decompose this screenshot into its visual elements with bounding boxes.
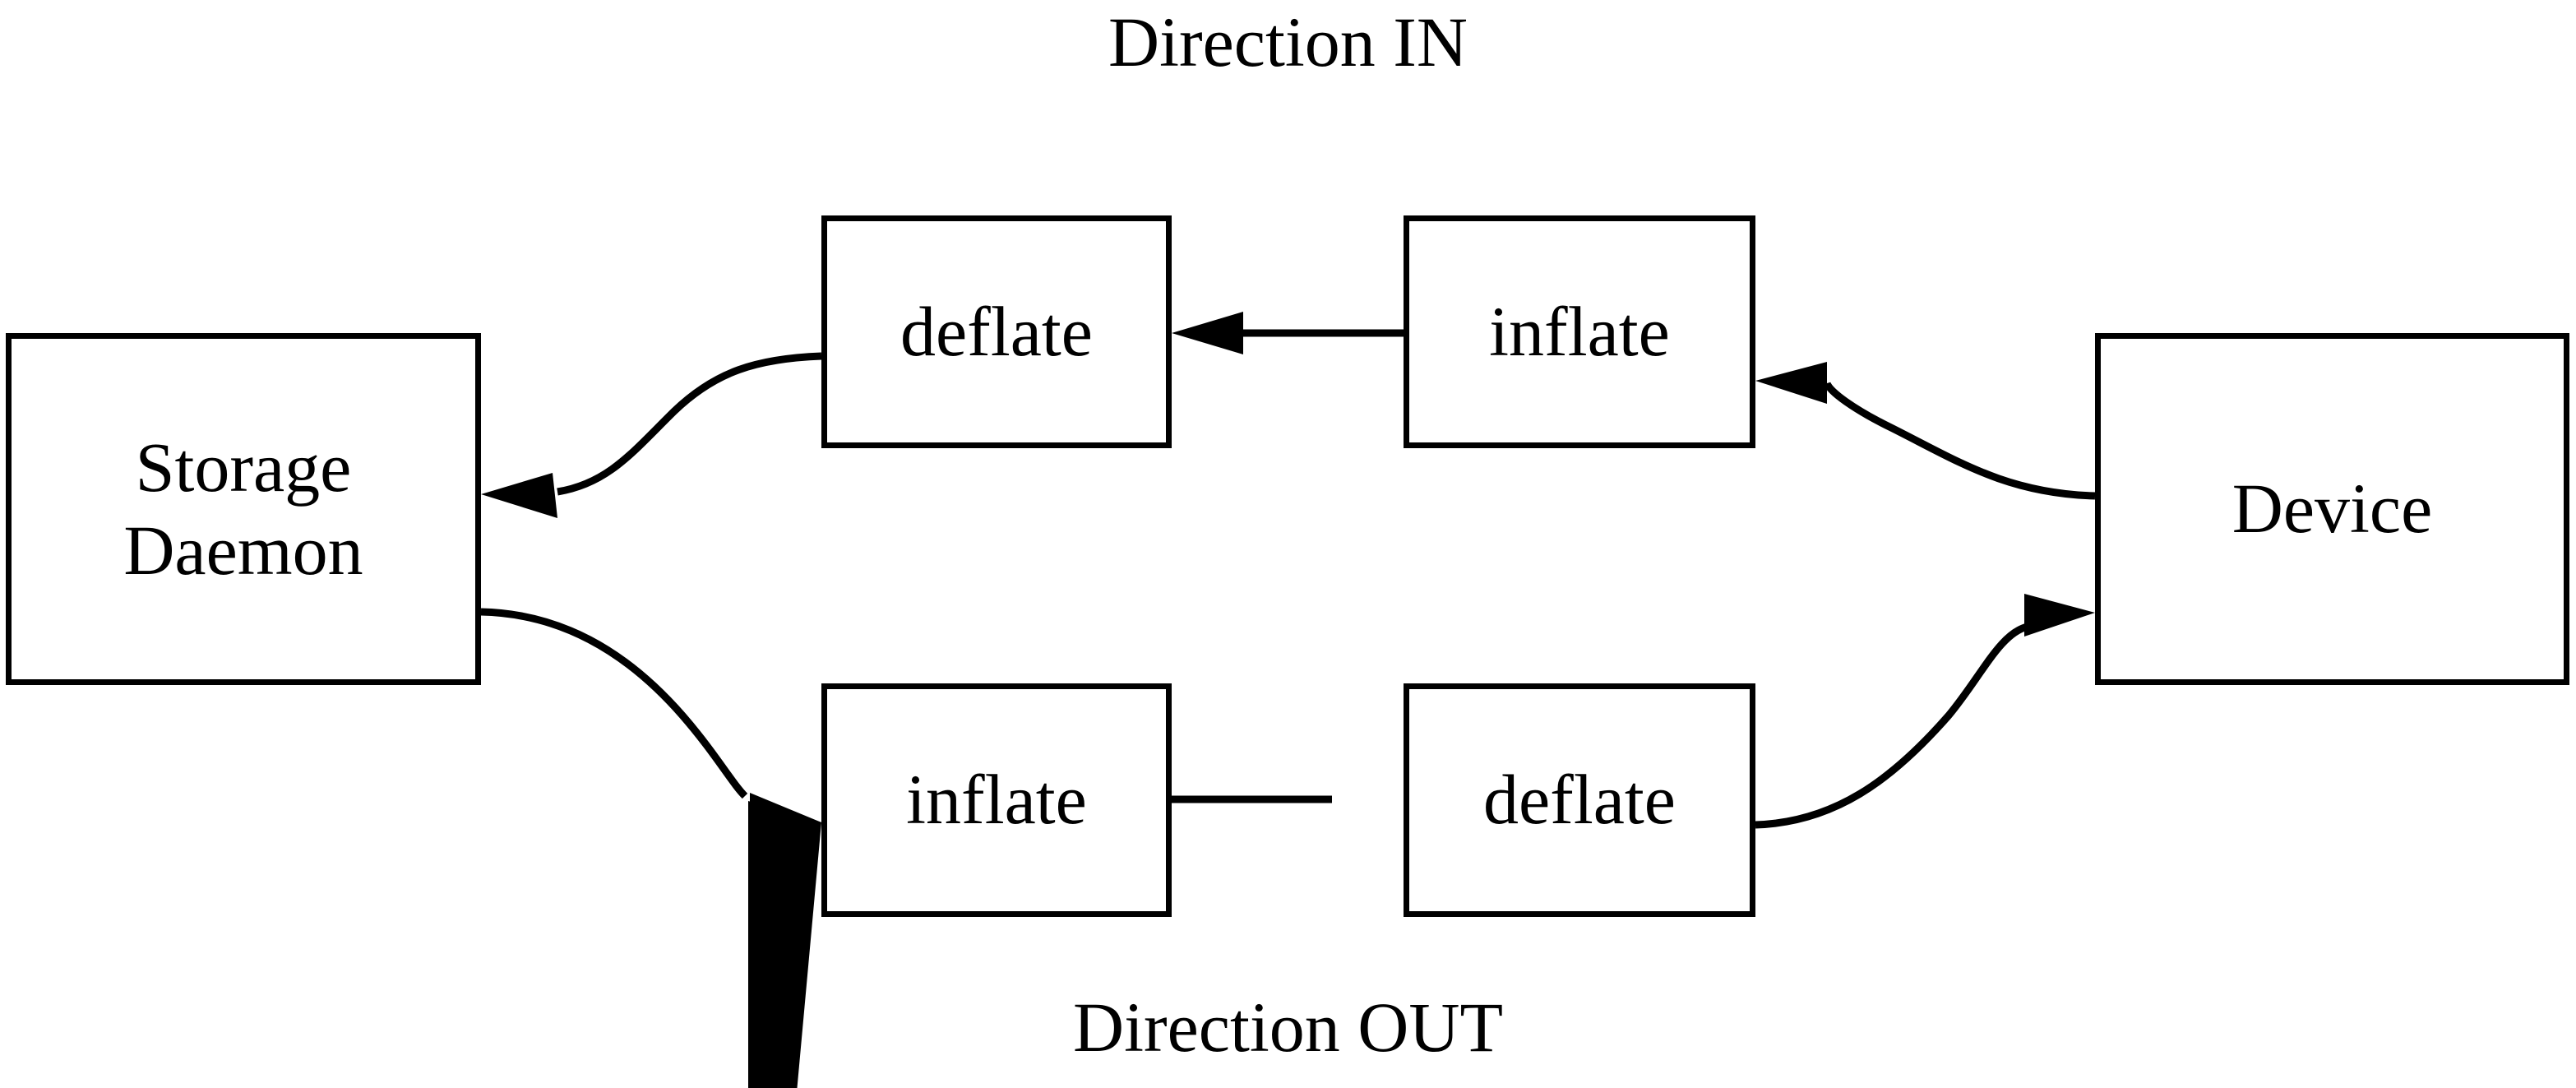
direction-out-title: Direction OUT — [1072, 988, 1503, 1067]
node-storage-daemon-line2: Daemon — [123, 511, 363, 590]
edge-inflate-in-to-deflate-in — [1172, 312, 1404, 354]
node-storage-daemon[interactable]: Storage Daemon — [6, 333, 481, 685]
node-device-label: Device — [2231, 469, 2433, 549]
node-deflate-in-label: deflate — [900, 291, 1093, 371]
node-inflate-in-label: inflate — [1489, 291, 1670, 371]
node-inflate-out-label: inflate — [906, 760, 1087, 840]
direction-in-title: Direction IN — [1108, 2, 1468, 81]
node-inflate-in[interactable]: inflate — [1404, 215, 1755, 448]
node-deflate-out-label: deflate — [1483, 760, 1676, 840]
node-device[interactable]: Device — [2095, 333, 2569, 685]
node-storage-daemon-line1: Storage — [135, 427, 352, 507]
edge-deflate-in-to-storage — [481, 352, 822, 518]
edge-device-to-inflate-in — [1755, 362, 2096, 500]
node-deflate-out[interactable]: deflate — [1404, 683, 1755, 917]
node-deflate-in[interactable]: deflate — [821, 215, 1172, 448]
node-inflate-out[interactable]: inflate — [821, 683, 1172, 917]
edge-deflate-out-to-device — [1755, 594, 2095, 829]
